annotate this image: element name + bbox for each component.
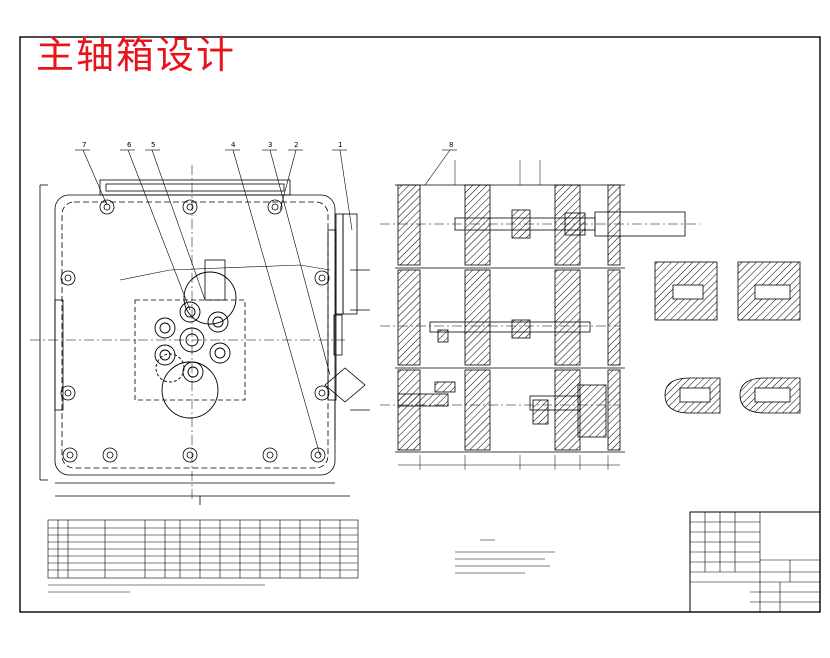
balloon-6: 6 — [127, 141, 132, 149]
section-line — [119, 264, 331, 281]
balloon-2: 2 — [294, 141, 298, 149]
drawing-frame — [19, 36, 821, 613]
balloon-4: 4 — [231, 141, 236, 149]
housing-front-view — [39, 179, 370, 505]
balloon-8: 8 — [449, 141, 453, 149]
dimension-ticks — [419, 160, 609, 470]
parameter-table — [47, 519, 359, 579]
table-notes-lines — [48, 584, 265, 593]
balloon-3: 3 — [268, 141, 272, 149]
shaft-bearings — [154, 271, 237, 419]
section-shafts — [380, 209, 700, 466]
leader-lines — [75, 149, 457, 456]
drawing-title: 主轴箱设计 — [36, 33, 237, 77]
balloon-1: 1 — [338, 141, 342, 149]
balloon-labels: 7 6 5 4 3 2 1 8 — [82, 141, 453, 149]
housing-bolt-holes — [60, 199, 330, 463]
title-block — [689, 511, 821, 613]
balloon-5: 5 — [151, 141, 155, 149]
balloon-7: 7 — [82, 141, 86, 149]
technical-requirements — [455, 539, 555, 574]
detail-views — [654, 261, 801, 414]
